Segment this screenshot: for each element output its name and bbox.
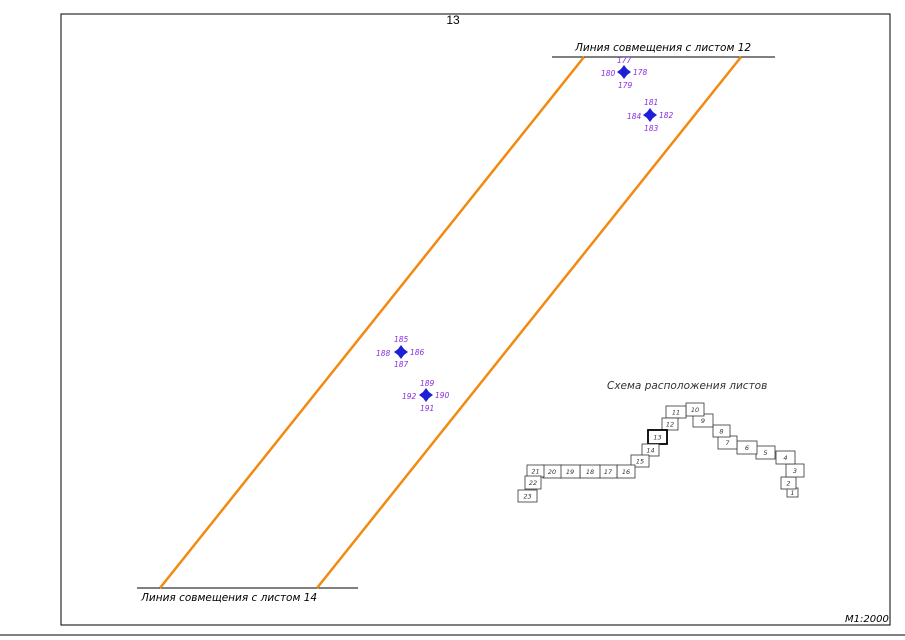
sheet-scheme: Схема расположения листов 12345678910111… xyxy=(517,380,805,503)
point-label: 184 xyxy=(627,112,642,121)
point-label: 192 xyxy=(402,392,417,401)
sheet-label: 4 xyxy=(783,454,787,462)
point-label: 177 xyxy=(617,56,632,65)
sheet-cell xyxy=(630,454,650,468)
sheet-cell xyxy=(775,450,796,465)
sheet-cell xyxy=(641,443,660,457)
sheet-label: 2 xyxy=(786,479,790,487)
sheet-label: 1 xyxy=(790,489,794,497)
sheet-label: 8 xyxy=(719,427,723,435)
point-label: 190 xyxy=(435,391,450,400)
sheet-label: 9 xyxy=(701,417,705,425)
drawing-frame xyxy=(60,13,891,626)
point-label: 179 xyxy=(618,81,633,90)
point-label: 191 xyxy=(420,404,434,413)
point-label: 185 xyxy=(394,335,409,344)
match-line-top-label: Линия совмещения с листом 12 xyxy=(574,42,751,54)
sheet-label: 10 xyxy=(691,406,699,414)
point-label: 188 xyxy=(376,349,391,358)
sheet-cell xyxy=(524,475,542,490)
sheet-label: 13 xyxy=(653,433,661,441)
point-label: 178 xyxy=(633,68,648,77)
sheet-label: 6 xyxy=(745,444,749,452)
point-label: 187 xyxy=(394,360,409,369)
point-marker-icon xyxy=(419,388,433,402)
sheet-label: 21 xyxy=(531,467,539,475)
page-number: 13 xyxy=(446,13,460,27)
sheet-cell xyxy=(661,417,679,431)
point-group: 177 178 179 180 xyxy=(601,56,648,90)
sheet-label: 3 xyxy=(793,467,797,475)
sheet-scheme-title: Схема расположения листов xyxy=(607,380,767,392)
point-label: 180 xyxy=(601,69,616,78)
sheet-cell xyxy=(517,489,538,503)
point-group: 185 186 187 188 xyxy=(376,335,425,369)
point-label: 183 xyxy=(644,124,659,133)
sheet-label: 15 xyxy=(636,457,644,465)
sheet-label: 18 xyxy=(586,468,594,476)
sheet-label: 17 xyxy=(604,468,613,476)
sheet-label: 14 xyxy=(646,446,654,454)
sheet-label: 20 xyxy=(548,468,556,476)
sheet-label: 22 xyxy=(529,479,537,487)
point-marker-icon xyxy=(394,345,408,359)
point-marker-icon xyxy=(643,108,657,122)
point-group: 181 182 183 184 xyxy=(627,98,674,133)
sheet-label: 12 xyxy=(666,420,674,428)
sheet-label: 16 xyxy=(622,468,630,476)
point-marker-icon xyxy=(617,65,631,79)
scale-label: М1:2000 xyxy=(845,614,889,625)
point-label: 182 xyxy=(659,111,674,120)
point-label: 181 xyxy=(644,98,658,107)
point-label: 189 xyxy=(420,379,435,388)
sheet-label: 5 xyxy=(763,449,767,457)
sheet-label: 23 xyxy=(523,492,531,500)
point-label: 186 xyxy=(410,348,425,357)
sheet-label: 11 xyxy=(672,408,680,416)
sheet-cell xyxy=(712,424,731,438)
sheet-label: 19 xyxy=(566,468,574,476)
point-group: 189 190 191 192 xyxy=(402,379,450,413)
boundary-line-left xyxy=(159,56,585,589)
boundary-line-right xyxy=(316,56,742,589)
sheet-label: 7 xyxy=(725,439,730,447)
match-line-bottom-label: Линия совмещения с листом 14 xyxy=(140,592,317,604)
